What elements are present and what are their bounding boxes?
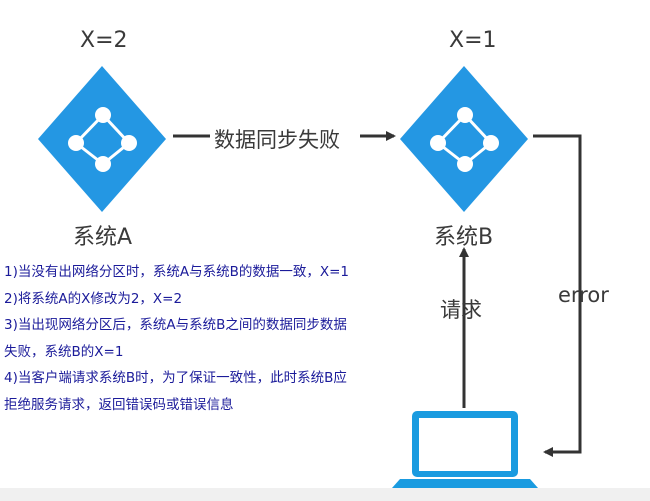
note-line: 1)当没有出网络分区时，系统A与系统B的数据一致，X=1 <box>4 264 350 280</box>
system-a-node-icon <box>38 66 166 212</box>
explanation-notes: 1)当没有出网络分区时，系统A与系统B的数据一致，X=1 2)将系统A的X修改为… <box>4 259 404 418</box>
error-arrow <box>533 134 582 457</box>
system-a-value-label: X=2 <box>80 28 128 53</box>
note-line: 失败，系统B的X=1 <box>4 343 124 360</box>
note-line: 拒绝服务请求，返回错误码或错误信息 <box>4 396 234 413</box>
system-a-name-label: 系统A <box>73 225 133 250</box>
system-b-value-label: X=1 <box>449 28 497 53</box>
system-b-name-label: 系统B <box>434 225 494 250</box>
sync-arrow-label: 数据同步失败 <box>214 128 340 152</box>
system-b-node-icon <box>400 66 528 212</box>
note-line: 2)将系统A的X修改为2，X=2 <box>4 290 183 307</box>
error-arrow-label: error <box>558 283 609 307</box>
request-arrow-label: 请求 <box>440 298 482 322</box>
bottom-strip <box>0 488 650 501</box>
laptop-icon <box>392 411 538 488</box>
note-line: 4)当客户端请求系统B时，为了保证一致性，此时系统B应 <box>4 370 347 386</box>
note-line: 3)当出现网络分区后，系统A与系统B之间的数据同步数据 <box>4 317 347 333</box>
